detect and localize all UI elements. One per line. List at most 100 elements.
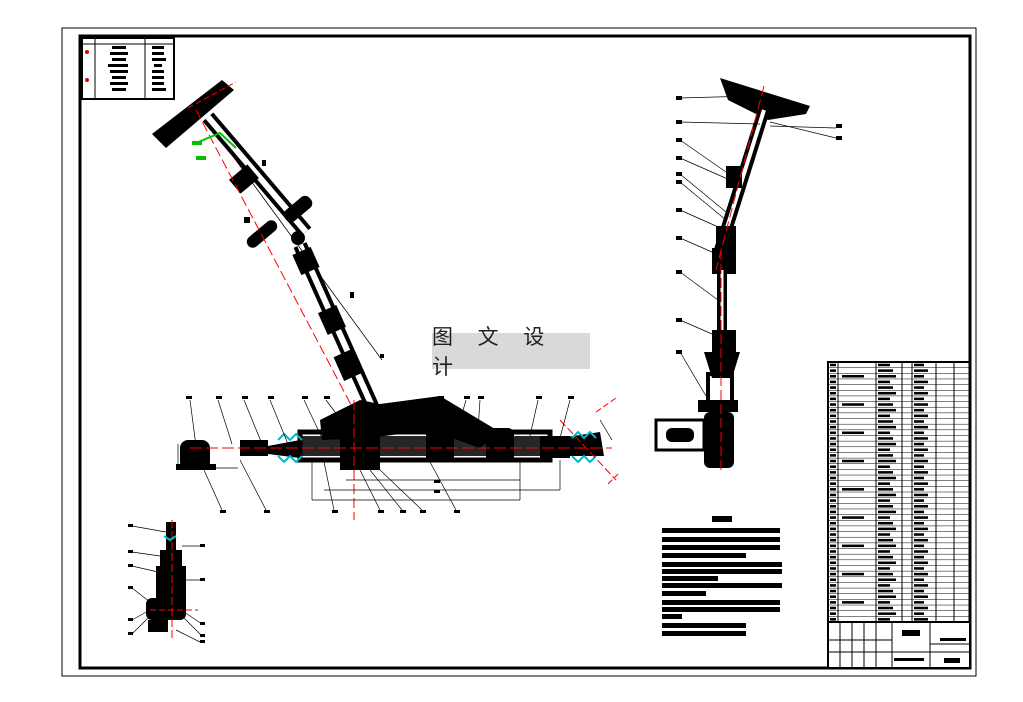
parts-list-cell <box>830 533 836 536</box>
parts-list-cell <box>830 510 836 514</box>
parts-list-cell <box>878 425 896 429</box>
parts-list-cell <box>830 544 836 548</box>
parts-list-cell <box>878 572 893 576</box>
parts-list-cell <box>830 431 836 435</box>
parts-list-cell <box>914 595 928 598</box>
parts-list-cell <box>830 465 836 468</box>
parts-list-cell <box>914 618 928 621</box>
parts-list-cell <box>878 363 890 367</box>
title-block <box>827 621 971 669</box>
parts-list-cell <box>830 488 836 491</box>
parts-list-cell <box>914 375 924 378</box>
parts-list-cell <box>914 606 928 610</box>
parts-list-cell <box>878 505 893 508</box>
parts-list-cell <box>830 369 836 372</box>
parts-list-cell <box>830 561 836 565</box>
parts-list-cell <box>914 538 928 542</box>
parts-list-cell <box>878 442 896 446</box>
parts-list-cell <box>914 499 924 502</box>
parts-list-cell <box>842 516 864 519</box>
parts-list-cell <box>842 544 864 548</box>
parts-list-cell <box>878 527 896 531</box>
parts-list-cell <box>914 431 924 435</box>
parts-list-cell <box>914 442 924 446</box>
parts-list-cell <box>830 584 836 587</box>
parts-list-cell <box>914 408 924 412</box>
parts-list-cell <box>830 612 836 615</box>
parts-list-cell <box>878 606 893 610</box>
parts-list-cell <box>878 465 890 468</box>
parts-list-cell <box>878 476 896 480</box>
parts-list-cell <box>878 397 890 401</box>
parts-list-cell <box>878 493 896 497</box>
parts-list-cell <box>830 442 836 446</box>
parts-list-cell <box>878 437 893 440</box>
parts-list-cell <box>914 555 924 559</box>
parts-list-cell <box>830 391 836 395</box>
parts-list-cell <box>842 459 864 463</box>
parts-list-cell <box>914 493 928 497</box>
parts-list-cell <box>914 584 928 587</box>
parts-list-cell <box>914 550 928 553</box>
parts-list-cell <box>914 533 924 536</box>
parts-list-cell <box>830 572 836 576</box>
parts-list-cell <box>878 595 896 598</box>
parts-list-cell <box>878 516 890 519</box>
parts-list-cell <box>830 397 836 401</box>
parts-list-cell <box>830 493 836 497</box>
parts-list-cell <box>830 482 836 485</box>
parts-list-cell <box>914 521 924 525</box>
parts-list-cell <box>878 488 893 491</box>
main-view <box>152 80 619 520</box>
parts-list-cell <box>830 380 836 384</box>
parts-list-cell <box>914 601 924 604</box>
parts-list-cell <box>914 403 928 406</box>
parts-list-cell <box>878 533 890 536</box>
parts-list-cell <box>914 391 928 395</box>
parts-list-cell <box>830 363 836 367</box>
parts-list-cell <box>914 454 924 457</box>
parts-list-cell <box>830 618 836 621</box>
detail-view <box>128 520 205 643</box>
parts-list-cell <box>842 488 864 491</box>
technical-notes <box>662 516 782 636</box>
parts-list-cell <box>914 578 924 582</box>
parts-list-cell <box>914 476 924 480</box>
parts-list-cell <box>914 380 928 384</box>
parts-list-cell <box>830 589 836 593</box>
parts-list-cell <box>830 386 836 389</box>
parts-list-cell <box>878 386 893 389</box>
parts-list-cell <box>878 612 896 615</box>
outer-border <box>61 27 977 677</box>
parts-list-cell <box>830 471 836 474</box>
parts-list-cell <box>878 403 893 406</box>
parts-list <box>827 361 971 623</box>
parts-list-cell <box>830 601 836 604</box>
parts-list-cell <box>914 448 928 452</box>
parts-list-cell <box>878 561 896 565</box>
parts-list-cell <box>878 499 890 502</box>
parts-list-cell <box>914 505 928 508</box>
parts-list-cell <box>914 363 924 367</box>
parts-list-cell <box>878 601 890 604</box>
parts-list-cell <box>878 510 896 514</box>
watermark: 图 文 设 计 <box>432 325 590 379</box>
parts-list-cell <box>914 386 924 389</box>
parts-list-cell <box>878 555 893 559</box>
parts-list-cell <box>878 454 893 457</box>
parts-list-cell <box>878 482 890 485</box>
parts-list-cell <box>914 561 928 565</box>
parts-list-cell <box>878 420 893 423</box>
parts-list-cell <box>914 572 928 576</box>
parts-list-cell <box>830 578 836 582</box>
parts-list-cell <box>830 521 836 525</box>
parts-list-cell <box>878 471 893 474</box>
parts-list-cell <box>830 454 836 457</box>
parts-list-cell <box>914 420 924 423</box>
parts-list-cell <box>878 408 896 412</box>
parts-list-cell <box>830 567 836 570</box>
parts-list-cell <box>842 403 864 406</box>
parts-list-cell <box>830 476 836 480</box>
